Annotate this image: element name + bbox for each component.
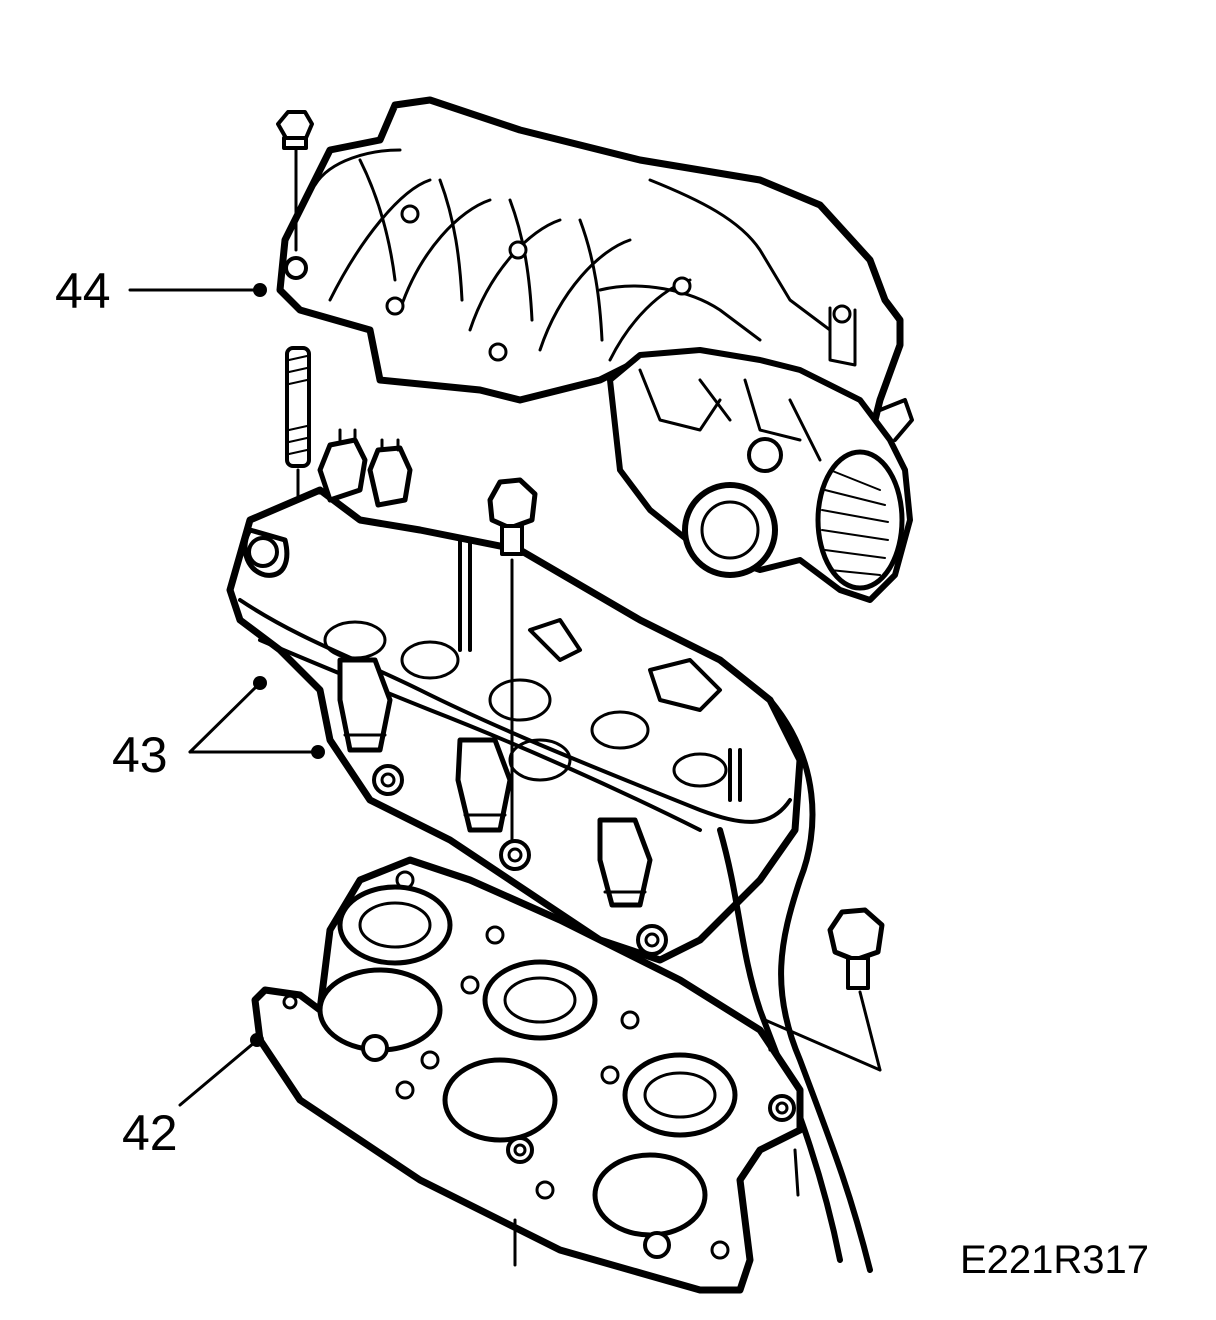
rail-bolt	[487, 477, 538, 842]
fuel-rail-assembly	[226, 428, 804, 964]
throttle-body	[607, 347, 914, 603]
fuel-hose	[717, 697, 873, 1273]
reference-code: E221R317	[960, 1238, 1150, 1282]
intake-gasket	[251, 856, 804, 1294]
leader-lines	[128, 283, 325, 1107]
callout-44: 44	[55, 263, 111, 319]
callout-43: 43	[112, 727, 168, 783]
manifold-bolt	[276, 110, 314, 252]
callout-42: 42	[122, 1105, 178, 1161]
gasket-bolt	[763, 907, 885, 1072]
